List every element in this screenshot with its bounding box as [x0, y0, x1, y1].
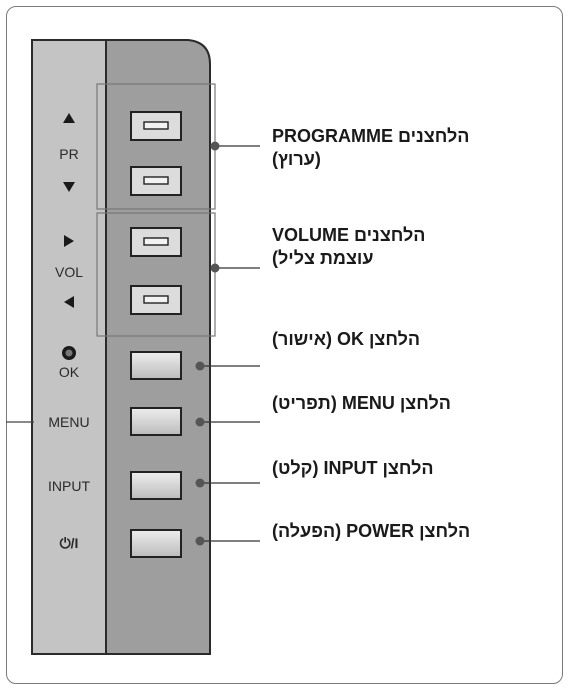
- volume-callout-line1: הלחצנים VOLUME: [272, 225, 426, 245]
- menu-callout: הלחצן MENU (תפריט): [272, 392, 451, 415]
- programme-callout-line2: (ערוץ): [272, 149, 321, 169]
- pr-down-button: [130, 166, 182, 196]
- pr-up-button: [130, 111, 182, 141]
- vol-left-triangle-icon: [64, 296, 74, 308]
- vol-right-triangle-icon: [64, 235, 74, 247]
- vol-down-button: [130, 285, 182, 315]
- input-label: INPUT: [48, 478, 90, 494]
- menu-button: [130, 407, 182, 436]
- power-icon: ⏻/I: [59, 535, 79, 551]
- menu-callout-line1: הלחצן MENU (תפריט): [272, 393, 451, 413]
- power-callout-line1: הלחצן POWER (הפעלה): [272, 521, 471, 541]
- input-button: [130, 471, 182, 500]
- vol-up-button: [130, 227, 182, 257]
- volume-callout-line2: עוצמת צליל): [272, 248, 374, 268]
- menu-label: MENU: [48, 414, 90, 430]
- pr-label: PR: [59, 146, 79, 162]
- programme-callout-line1: הלחצנים PROGRAMME: [272, 126, 470, 146]
- volume-callout: הלחצנים VOLUME עוצמת צליל): [272, 224, 425, 270]
- ok-label: OK: [58, 364, 80, 380]
- ok-button: [130, 351, 182, 380]
- vol-label: VOL: [54, 264, 83, 280]
- diagram-frame: [6, 6, 563, 684]
- ok-callout-line1: הלחצן OK (אישור): [272, 329, 421, 349]
- volume-group-box: [96, 212, 216, 337]
- power-callout: הלחצן POWER (הפעלה): [272, 520, 470, 543]
- pr-down-triangle-icon: [63, 182, 75, 192]
- programme-callout: הלחצנים PROGRAMME (ערוץ): [272, 125, 469, 171]
- pr-up-triangle-icon: [63, 113, 75, 123]
- ok-callout: הלחצן OK (אישור): [272, 328, 420, 351]
- ok-dot-icon: [62, 346, 76, 360]
- power-button: [130, 529, 182, 558]
- input-callout-line1: הלחצן INPUT (קלט): [272, 458, 434, 478]
- input-callout: הלחצן INPUT (קלט): [272, 457, 434, 480]
